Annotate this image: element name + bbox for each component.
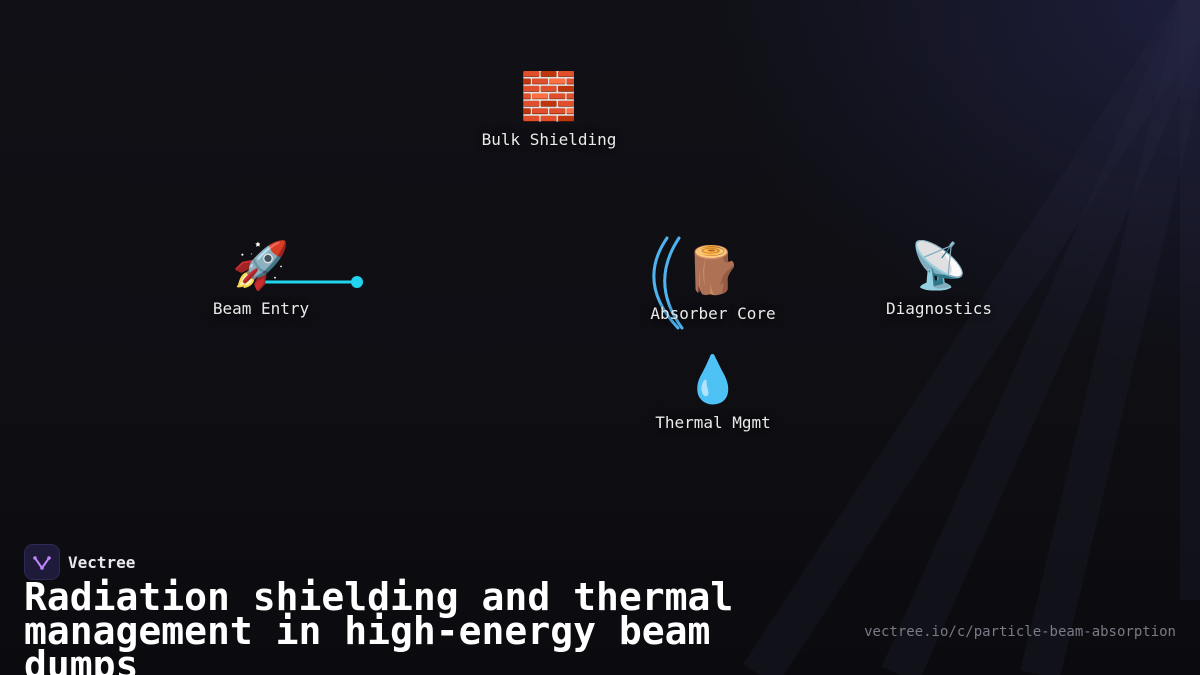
title-line-1: Radiation shielding and thermal [24, 575, 734, 619]
node-label: Thermal Mgmt [655, 413, 771, 432]
node-label: Diagnostics [886, 299, 992, 318]
brand-name: Vectree [68, 552, 136, 572]
vectree-logo-icon [24, 544, 60, 580]
node-diagnostics: 📡 Diagnostics [886, 237, 992, 318]
brand[interactable]: Vectree [24, 544, 135, 580]
rocket-icon: 🚀 [232, 238, 290, 292]
node-label: Absorber Core [650, 304, 776, 323]
node-label: Bulk Shielding [481, 130, 617, 149]
water-droplet-icon: 💧 [684, 352, 742, 406]
node-bulk-shielding: 🧱 Bulk Shielding [482, 68, 617, 149]
title-line-2: management in high-energy beam dumps [24, 609, 711, 675]
wood-log-icon: 🪵 [684, 243, 742, 297]
node-label: Beam Entry [212, 299, 310, 318]
node-thermal-mgmt: 💧 Thermal Mgmt [655, 351, 771, 432]
node-absorber-core: 🪵 Absorber Core [650, 242, 775, 323]
node-beam-entry: 🚀 Beam Entry [213, 237, 309, 318]
brick-wall-icon: 🧱 [520, 69, 578, 123]
source-url[interactable]: vectree.io/c/particle-beam-absorption [864, 624, 1176, 640]
satellite-dish-icon: 📡 [910, 238, 968, 292]
page-title: Radiation shielding and thermal manageme… [24, 578, 844, 675]
